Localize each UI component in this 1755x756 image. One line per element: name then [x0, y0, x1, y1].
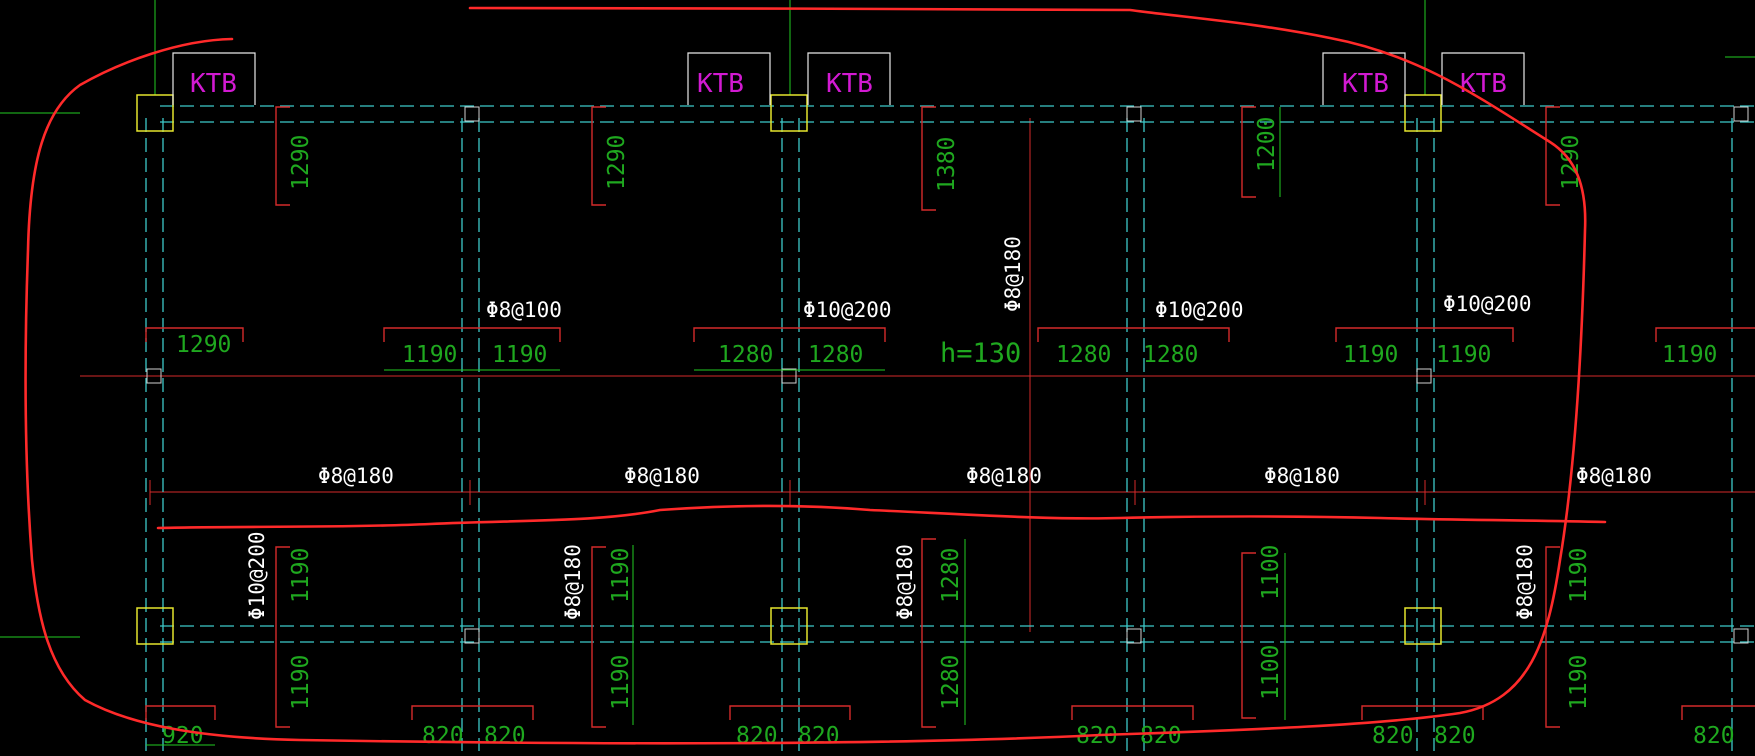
dimension-label: 1100: [1258, 645, 1284, 700]
dimension-label: 1190: [608, 548, 634, 603]
ktb-boxes: [172, 52, 1525, 105]
rebar-label: Φ8@180: [1264, 464, 1340, 488]
dimension-label: 820: [1434, 723, 1476, 749]
dimension-label: 1190: [288, 655, 314, 710]
markup-annotation: [24, 6, 1607, 745]
rebar-label: Φ8@180: [1513, 544, 1537, 620]
rebar-label: Φ8@180: [966, 464, 1042, 488]
green-guide-lines: [0, 0, 1755, 638]
dimension-label: 1290: [176, 332, 231, 358]
dimension-label: 820: [736, 723, 778, 749]
dimension-label: 1190: [288, 548, 314, 603]
dimension-label: 1200: [1254, 117, 1280, 172]
dimension-label: 820: [798, 723, 840, 749]
rebar-label: Φ10@200: [245, 531, 269, 620]
dimension-label: 1190: [1566, 548, 1592, 603]
column: [1404, 607, 1442, 645]
column: [136, 94, 174, 132]
dimension-label: 1190: [492, 342, 547, 368]
beam-lines: [145, 105, 1755, 751]
rebar-label: Φ8@180: [318, 464, 394, 488]
column: [770, 94, 808, 132]
columns: [136, 94, 1749, 645]
dimension-label: 820: [484, 723, 526, 749]
column: [1404, 94, 1442, 132]
rebar-label: Φ8@180: [624, 464, 700, 488]
rebar-label: Φ10@200: [1155, 298, 1244, 322]
rebar-label: Φ8@180: [1576, 464, 1652, 488]
dimension-label: 820: [1372, 723, 1414, 749]
rebar-bars: [145, 106, 1755, 728]
dimension-label: 1280: [718, 342, 773, 368]
ktb-label: KTB: [697, 69, 744, 99]
rebar-label: Φ10@200: [803, 298, 892, 322]
rebar-label: Φ8@100: [486, 298, 562, 322]
dimension-label: 1280: [1056, 342, 1111, 368]
dimension-label: 820: [1140, 723, 1182, 749]
column: [136, 607, 174, 645]
axis-lines: [80, 118, 1755, 632]
dimension-label: 1190: [608, 655, 634, 710]
rebar-label: Φ8@180: [561, 544, 585, 620]
dimension-label: 1100: [1258, 545, 1284, 600]
dimension-label: 820: [422, 723, 464, 749]
rebar-label: Φ10@200: [1443, 292, 1532, 316]
rebar-label: Φ8@180: [893, 544, 917, 620]
ktb-label: KTB: [1342, 69, 1389, 99]
dimension-label: 1280: [1143, 342, 1198, 368]
ktb-label: KTB: [826, 69, 873, 99]
dimension-label: 1190: [1436, 342, 1491, 368]
rebar-label: Φ8@180: [1001, 236, 1025, 312]
ktb-label: KTB: [1460, 69, 1507, 99]
dimension-label: 1280: [808, 342, 863, 368]
column: [770, 607, 808, 645]
dimension-label: 1290: [604, 135, 630, 190]
dimension-label: 1280: [938, 655, 964, 710]
slab-thickness-label: h=130: [940, 338, 1021, 369]
dimension-lines: [146, 107, 1286, 746]
dimension-label: 1190: [402, 342, 457, 368]
dimension-label: 820: [1693, 723, 1735, 749]
dimension-label: 1280: [938, 548, 964, 603]
dimension-label: 1290: [288, 135, 314, 190]
dimension-label: 1380: [934, 137, 960, 192]
dimension-label: 1190: [1566, 655, 1592, 710]
dimension-label: 1190: [1662, 342, 1717, 368]
dimension-label: 1190: [1343, 342, 1398, 368]
ktb-label: KTB: [190, 69, 237, 99]
